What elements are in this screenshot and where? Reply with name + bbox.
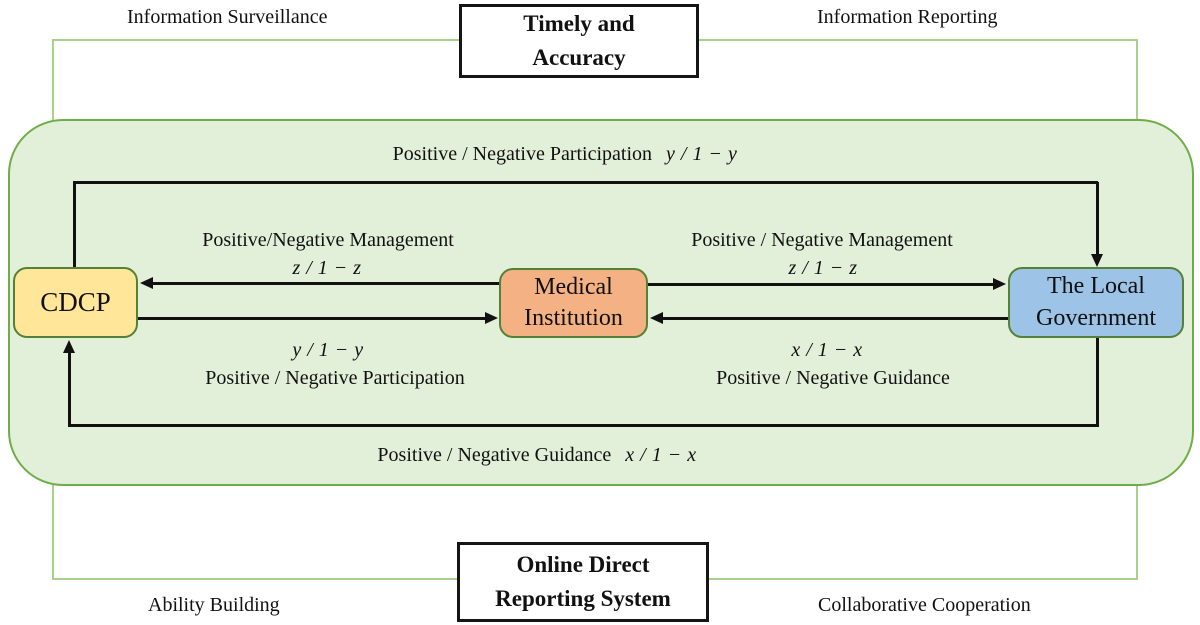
edge-gov-to-mi-formula: x / 1 − x <box>791 339 863 361</box>
edge-cdcp-to-mi-label: Positive / Negative Participation <box>205 367 465 389</box>
node-cdcp-label: CDCP <box>40 286 111 317</box>
edge-bottom-loop-vline-left <box>68 352 71 426</box>
edge-bottom-loop-vline-right <box>1096 338 1099 426</box>
edge-cdcp-to-mi-formula: y / 1 − y <box>292 339 364 361</box>
edge-cdcp-to-mi-line <box>138 317 488 320</box>
edge-bottom-loop-hline <box>68 424 1099 427</box>
online-reporting-box: Online Direct Reporting System <box>457 542 709 622</box>
node-cdcp: CDCP <box>13 267 138 338</box>
label-information-surveillance: Information Surveillance <box>127 6 328 28</box>
edge-bottom-loop-formula: x / 1 − x <box>625 444 697 466</box>
edge-gov-to-mi-line <box>660 317 1008 320</box>
edge-top-loop-hline <box>73 181 1098 184</box>
edge-bottom-loop-text: Positive / Negative Guidance <box>377 444 612 466</box>
timely-accuracy-label: Timely and Accuracy <box>523 10 635 71</box>
label-information-reporting: Information Reporting <box>817 6 998 28</box>
edge-mi-to-gov-line <box>648 283 994 286</box>
label-ability-building: Ability Building <box>148 594 280 616</box>
edge-mi-to-gov-formula: z / 1 − z <box>788 257 858 279</box>
online-reporting-label: Online Direct Reporting System <box>495 551 671 612</box>
arrowhead-up-into-cdcp-icon <box>63 340 75 353</box>
arrowhead-left-into-cdcp-icon <box>140 277 153 289</box>
edge-gov-to-mi-label: Positive / Negative Guidance <box>716 367 950 389</box>
edge-mi-to-cdcp-formula: z / 1 − z <box>292 257 362 279</box>
edge-bottom-loop-label: Positive / Negative Guidance x / 1 − x <box>377 444 696 467</box>
edge-top-loop-vline-left <box>73 182 76 267</box>
timely-accuracy-box: Timely and Accuracy <box>459 4 699 78</box>
node-local-government: The Local Government <box>1008 267 1184 338</box>
arrowhead-down-into-government-icon <box>1091 254 1103 267</box>
arrowhead-left-into-medical-icon <box>650 312 663 324</box>
node-medical-institution-label: Medical Institution <box>524 273 623 331</box>
edge-mi-to-gov-label: Positive / Negative Management <box>691 229 953 251</box>
edge-top-loop-label: Positive / Negative Participation y / 1 −… <box>393 143 738 166</box>
node-medical-institution: Medical Institution <box>499 268 648 338</box>
edge-top-loop-text: Positive / Negative Participation <box>392 143 653 165</box>
edge-top-loop-vline-right <box>1096 182 1099 255</box>
edge-mi-to-cdcp-label: Positive/Negative Management <box>202 229 454 251</box>
edge-mi-to-cdcp-line <box>150 282 500 285</box>
arrowhead-right-into-government-icon <box>993 278 1006 290</box>
arrowhead-right-into-medical-icon <box>485 312 498 324</box>
node-local-government-label: The Local Government <box>1036 273 1156 331</box>
label-collaborative-cooperation: Collaborative Cooperation <box>818 594 1031 616</box>
edge-top-loop-formula: y / 1 − y <box>666 143 738 165</box>
